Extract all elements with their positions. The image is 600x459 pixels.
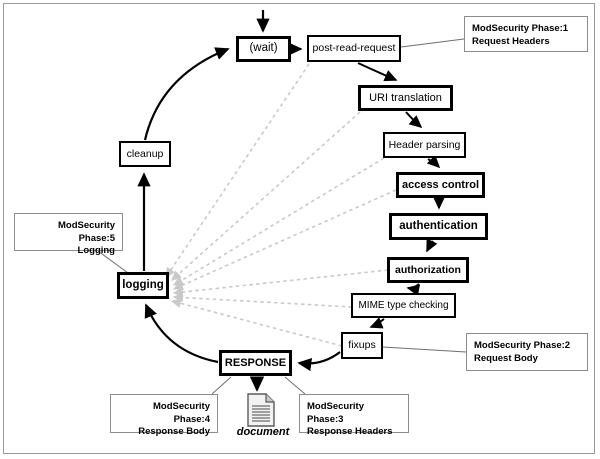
node-post-read-request[interactable]: post-read-request [307, 35, 401, 62]
edge-dashed-uri-to-logging [171, 111, 361, 281]
note-phase1-line1: ModSecurity Phase:1 [472, 23, 569, 34]
note-modsecurity-phase-3: ModSecurity Phase:3 Response Headers [299, 394, 409, 437]
note-phase3-line1: ModSecurity Phase:3 [307, 401, 365, 425]
note-phase2-line2: Request Body [474, 352, 538, 364]
document-label: document [236, 426, 290, 438]
note-modsecurity-phase-4: ModSecurity Phase:4 Response Body [110, 394, 218, 437]
edge-dashed-header-to-logging [172, 157, 385, 286]
edge-response-to-logging [144, 303, 219, 364]
node-fixups[interactable]: fixups [341, 332, 383, 359]
note-phase2-line1: ModSecurity Phase:2 [474, 340, 571, 351]
edge-fixups-to-response [297, 351, 341, 372]
note-modsecurity-phase-5: ModSecurity Phase:5 Logging [14, 213, 123, 256]
edge-dashed-fixups-to-logging [170, 298, 343, 347]
note-leader-lines [97, 38, 467, 395]
node-response[interactable]: RESPONSE [219, 350, 292, 376]
node-header-parsing[interactable]: Header parsing [383, 132, 466, 158]
edge-mime-to-fixups [369, 317, 385, 329]
note-phase5-line2: Logging [77, 245, 115, 257]
node-authorization[interactable]: authorization [387, 257, 469, 283]
note-phase1-line2: Request Headers [472, 35, 550, 47]
leader-phase1 [400, 38, 465, 48]
leader-phase4 [211, 376, 232, 395]
edge-dashed-mime-to-logging [172, 292, 353, 308]
node-authentication[interactable]: authentication [389, 213, 488, 240]
node-wait[interactable]: (wait) [236, 36, 291, 62]
leader-phase5 [97, 250, 129, 274]
edge-auth-to-authz [426, 238, 438, 253]
node-uri-translation[interactable]: URI translation [358, 85, 453, 111]
note-phase3-line2: Response Headers [307, 426, 393, 438]
note-phase5-line1: ModSecurity Phase:5 [57, 220, 115, 244]
edge-post-read-to-uri [357, 62, 398, 82]
node-access-control[interactable]: access control [396, 172, 485, 198]
edge-cleanup-to-wait [143, 47, 230, 141]
note-phase4-line1: ModSecurity Phase:4 [152, 401, 210, 425]
note-modsecurity-phase-2: ModSecurity Phase:2 Request Body [466, 333, 588, 371]
edge-header-to-access [426, 154, 441, 169]
note-modsecurity-phase-1: ModSecurity Phase:1 Request Headers [464, 16, 588, 52]
document-icon [247, 393, 275, 427]
edges-phase-dashed [165, 63, 397, 347]
edge-dashed-access-to-logging [172, 189, 397, 290]
document-node: document [237, 393, 289, 441]
edge-dashed-post-read-to-logging [165, 63, 310, 279]
leader-phase3 [284, 376, 306, 395]
leader-phase2 [382, 346, 467, 353]
note-phase4-line2: Response Body [138, 426, 210, 438]
edge-uri-to-header [405, 111, 423, 129]
node-cleanup[interactable]: cleanup [119, 141, 171, 167]
node-logging[interactable]: logging [117, 272, 169, 299]
edge-dashed-authz-to-logging [172, 269, 389, 297]
node-mime-type-checking[interactable]: MIME type checking [351, 293, 456, 318]
edge-authz-to-mime [406, 283, 421, 297]
